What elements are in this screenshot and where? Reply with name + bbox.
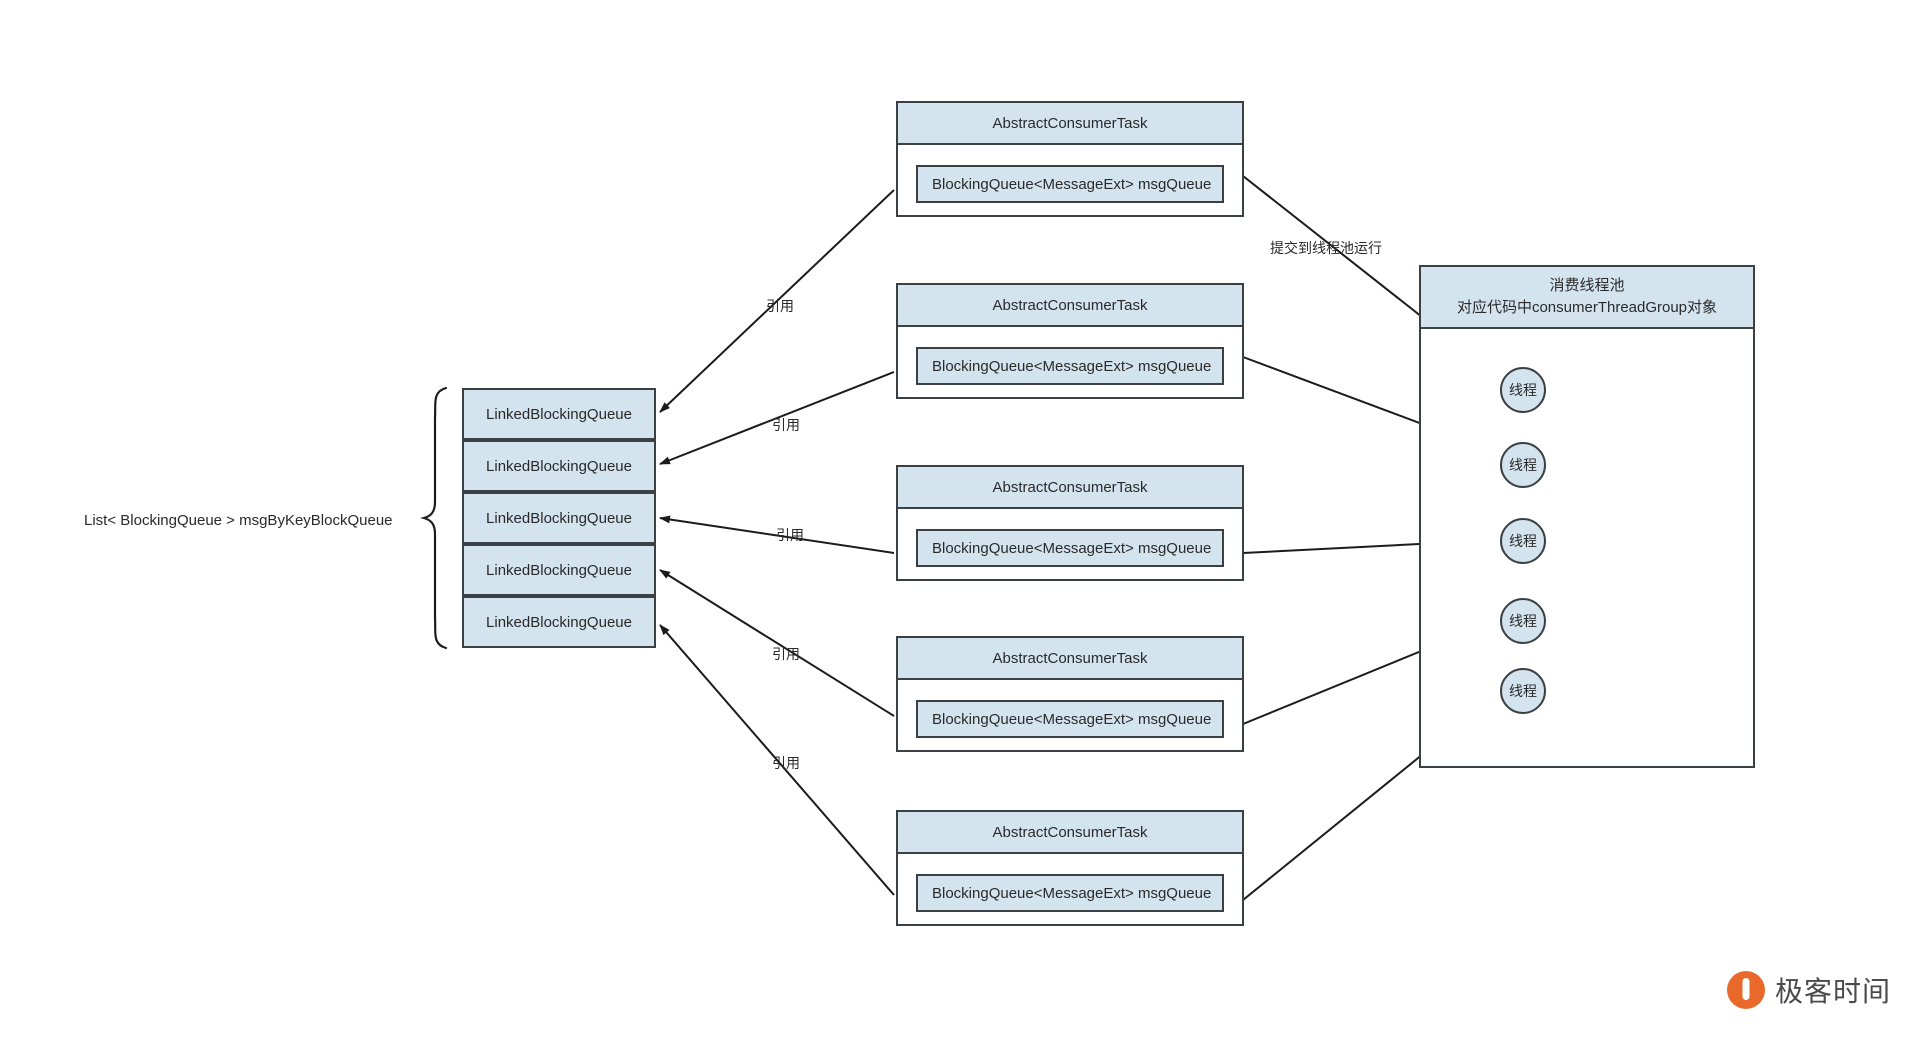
edge-label-reference-2: 引用 bbox=[772, 417, 800, 433]
consumer-task-title: AbstractConsumerTask bbox=[896, 101, 1244, 145]
queue-cell-label: LinkedBlockingQueue bbox=[486, 405, 632, 423]
consumer-thread-pool[interactable]: 消费线程池 对应代码中consumerThreadGroup对象 线程 线程 线… bbox=[1419, 265, 1755, 768]
queue-cell-label: LinkedBlockingQueue bbox=[486, 613, 632, 631]
thread-circle-3[interactable]: 线程 bbox=[1500, 518, 1546, 564]
consumer-task-field-text: BlockingQueue<MessageExt> msgQueue bbox=[932, 710, 1212, 728]
queue-group-label: List< BlockingQueue > msgByKeyBlockQueue bbox=[84, 512, 393, 529]
thread-circle-4[interactable]: 线程 bbox=[1500, 598, 1546, 644]
queue-cell-label: LinkedBlockingQueue bbox=[486, 561, 632, 579]
consumer-task-field[interactable]: BlockingQueue<MessageExt> msgQueue bbox=[916, 347, 1224, 385]
consumer-task-title-text: AbstractConsumerTask bbox=[992, 823, 1148, 841]
consumer-task-field[interactable]: BlockingQueue<MessageExt> msgQueue bbox=[916, 529, 1224, 567]
thread-label: 线程 bbox=[1509, 382, 1537, 398]
geektime-logo-icon bbox=[1727, 971, 1765, 1009]
consumer-task-title-text: AbstractConsumerTask bbox=[992, 478, 1148, 496]
edge-label-reference-4: 引用 bbox=[772, 646, 800, 662]
consumer-task-1[interactable]: AbstractConsumerTask BlockingQueue<Messa… bbox=[896, 101, 1244, 217]
queue-cell-4[interactable]: LinkedBlockingQueue bbox=[462, 544, 656, 596]
brand-name: 极客时间 bbox=[1775, 976, 1892, 1007]
consumer-task-2[interactable]: AbstractConsumerTask BlockingQueue<Messa… bbox=[896, 283, 1244, 399]
queue-cell-label: LinkedBlockingQueue bbox=[486, 457, 632, 475]
thread-pool-header: 消费线程池 对应代码中consumerThreadGroup对象 bbox=[1419, 265, 1755, 329]
edge-task4-to-queue4 bbox=[659, 569, 895, 717]
thread-label: 线程 bbox=[1509, 533, 1537, 549]
thread-circle-2[interactable]: 线程 bbox=[1500, 442, 1546, 488]
consumer-task-title-text: AbstractConsumerTask bbox=[992, 296, 1148, 314]
consumer-task-title: AbstractConsumerTask bbox=[896, 283, 1244, 327]
edge-label-reference-1: 引用 bbox=[766, 298, 794, 314]
consumer-task-3[interactable]: AbstractConsumerTask BlockingQueue<Messa… bbox=[896, 465, 1244, 581]
consumer-task-field[interactable]: BlockingQueue<MessageExt> msgQueue bbox=[916, 700, 1224, 738]
consumer-task-field[interactable]: BlockingQueue<MessageExt> msgQueue bbox=[916, 874, 1224, 912]
thread-pool-title: 消费线程池 bbox=[1549, 277, 1625, 295]
consumer-task-title: AbstractConsumerTask bbox=[896, 465, 1244, 509]
consumer-task-field-text: BlockingQueue<MessageExt> msgQueue bbox=[932, 357, 1212, 375]
queue-cell-2[interactable]: LinkedBlockingQueue bbox=[462, 440, 656, 492]
consumer-task-4[interactable]: AbstractConsumerTask BlockingQueue<Messa… bbox=[896, 636, 1244, 752]
consumer-task-title-text: AbstractConsumerTask bbox=[992, 649, 1148, 667]
consumer-task-title: AbstractConsumerTask bbox=[896, 636, 1244, 680]
queue-cell-1[interactable]: LinkedBlockingQueue bbox=[462, 388, 656, 440]
consumer-task-title: AbstractConsumerTask bbox=[896, 810, 1244, 854]
consumer-task-5[interactable]: AbstractConsumerTask BlockingQueue<Messa… bbox=[896, 810, 1244, 926]
thread-circle-1[interactable]: 线程 bbox=[1500, 367, 1546, 413]
thread-label: 线程 bbox=[1509, 613, 1537, 629]
edge-label-reference-3: 引用 bbox=[776, 527, 804, 543]
thread-label: 线程 bbox=[1509, 457, 1537, 473]
thread-pool-subtitle: 对应代码中consumerThreadGroup对象 bbox=[1456, 299, 1718, 316]
queue-cell-3[interactable]: LinkedBlockingQueue bbox=[462, 492, 656, 544]
consumer-task-field-text: BlockingQueue<MessageExt> msgQueue bbox=[932, 175, 1212, 193]
edge-label-submit-to-pool: 提交到线程池运行 bbox=[1270, 240, 1382, 256]
edge-label-reference-5: 引用 bbox=[772, 755, 800, 771]
brand-watermark: 极客时间 bbox=[1727, 970, 1891, 1010]
thread-label: 线程 bbox=[1509, 683, 1537, 699]
queue-group-brace bbox=[420, 386, 448, 650]
consumer-task-title-text: AbstractConsumerTask bbox=[992, 114, 1148, 132]
consumer-task-field-text: BlockingQueue<MessageExt> msgQueue bbox=[932, 539, 1212, 557]
thread-circle-5[interactable]: 线程 bbox=[1500, 668, 1546, 714]
consumer-task-field-text: BlockingQueue<MessageExt> msgQueue bbox=[932, 884, 1212, 902]
queue-cell-5[interactable]: LinkedBlockingQueue bbox=[462, 596, 656, 648]
consumer-task-field[interactable]: BlockingQueue<MessageExt> msgQueue bbox=[916, 165, 1224, 203]
queue-cell-label: LinkedBlockingQueue bbox=[486, 509, 632, 527]
